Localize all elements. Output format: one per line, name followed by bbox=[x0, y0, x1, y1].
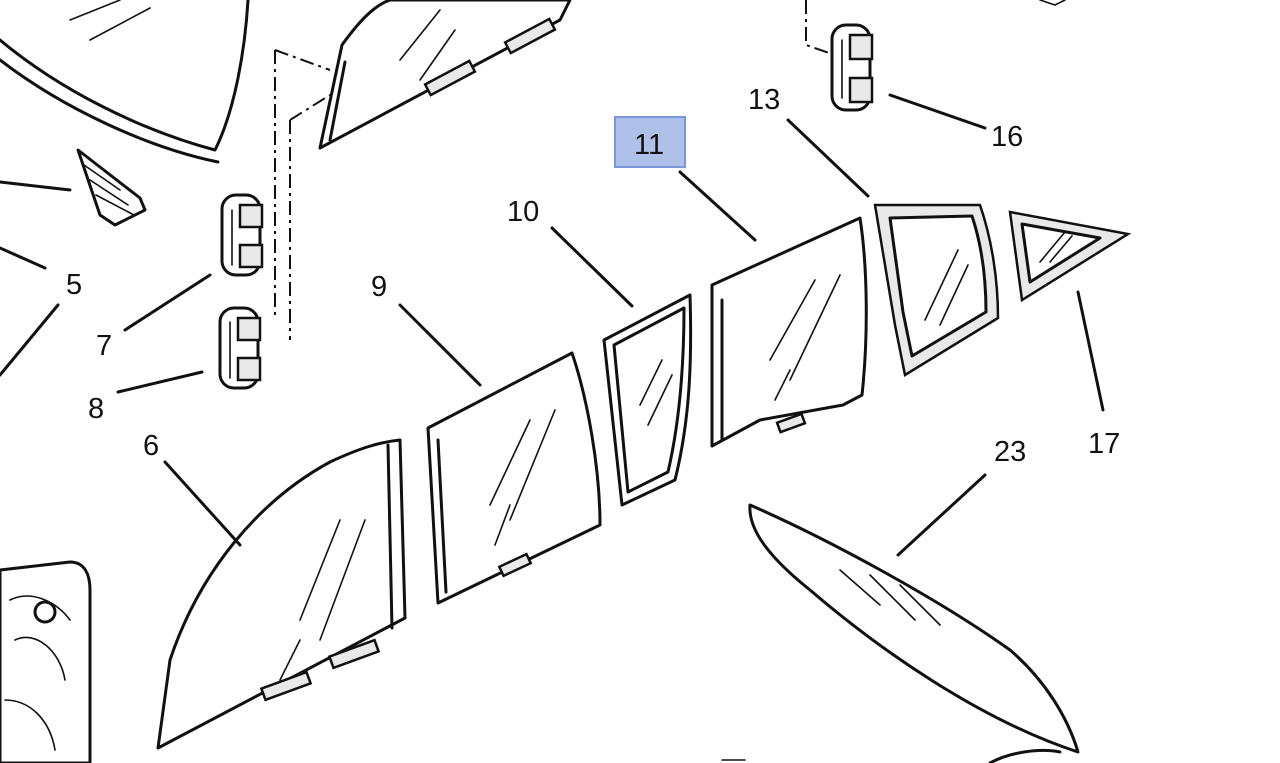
callout-17: 17 bbox=[1088, 428, 1120, 460]
clip-part-16 bbox=[830, 23, 874, 112]
callout-10: 10 bbox=[507, 196, 539, 228]
callout-6: 6 bbox=[143, 430, 159, 462]
reference-dashed-line bbox=[274, 49, 331, 340]
rear-door-glass-part-11 bbox=[710, 216, 868, 448]
partial-callout-top bbox=[1039, 0, 1066, 6]
windshield-part bbox=[0, 0, 250, 164]
callout-8: 8 bbox=[88, 393, 104, 425]
callout-16: 16 bbox=[991, 121, 1023, 153]
callout-9: 9 bbox=[371, 271, 387, 303]
callout-7: 7 bbox=[96, 330, 112, 362]
quarter-glass-part-13 bbox=[873, 203, 1000, 378]
door-panel-part-partial bbox=[0, 560, 92, 763]
rear-door-glass-part-9 bbox=[426, 351, 602, 605]
partial-part-bottom bbox=[988, 749, 1062, 763]
clip-part-8 bbox=[218, 306, 262, 390]
callout-5: 5 bbox=[66, 269, 82, 301]
back-glass-part-23 bbox=[748, 503, 1080, 754]
leader-lines bbox=[0, 93, 1105, 557]
stationary-glass-part-10 bbox=[602, 293, 693, 507]
callout-23: 23 bbox=[994, 436, 1026, 468]
wedge-part bbox=[76, 148, 147, 227]
callout-13: 13 bbox=[748, 84, 780, 116]
front-door-glass-part-6 bbox=[156, 438, 407, 750]
vent-glass-part-17 bbox=[1008, 210, 1132, 303]
clip-part-7 bbox=[220, 193, 264, 277]
callout-11[interactable]: 11 bbox=[634, 129, 664, 161]
upper-door-glass-part bbox=[318, 0, 572, 150]
highlight-box-callout-11[interactable] bbox=[614, 116, 686, 168]
reference-dashed-line-top bbox=[805, 0, 836, 56]
